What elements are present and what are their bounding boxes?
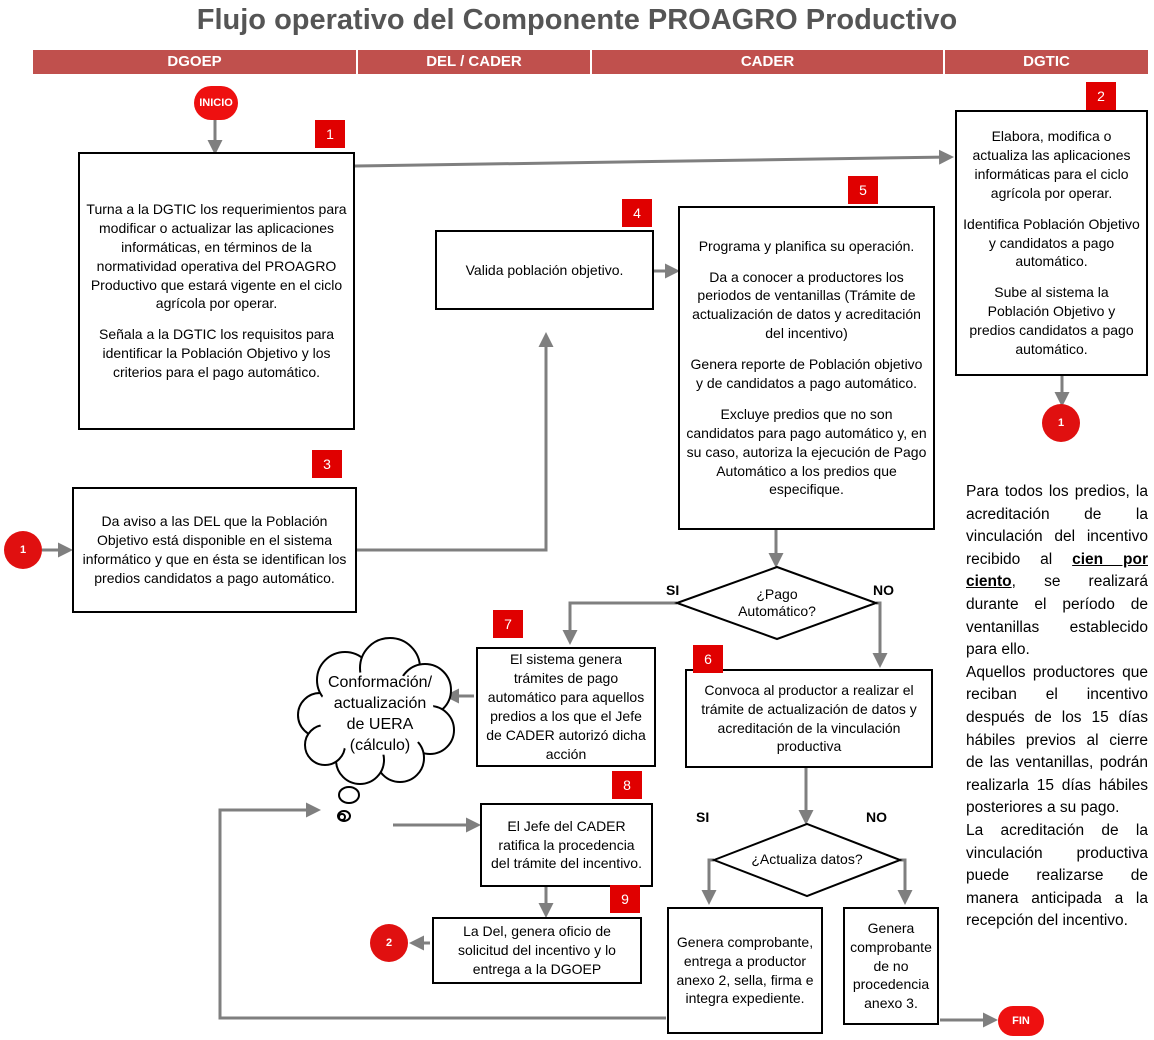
step-6-badge: 6 (693, 645, 723, 673)
cloud-text: Conformación/ actualización de UERA (cál… (327, 674, 433, 754)
side-note-paragraph-2: Aquellos productores que reciban el ince… (966, 663, 1148, 817)
lane-divider (356, 50, 358, 74)
thought-cloud (297, 637, 455, 822)
decision-pago-yes: SI (666, 582, 680, 598)
step-1-text: Turna a la DGTIC los requerimientos para… (86, 200, 347, 312)
step-5-text: Programa y planifica su operación. (698, 237, 915, 254)
step-2-text: Sube al sistema la Población Objetivo y … (969, 284, 1134, 357)
decision-pago-no: NO (873, 582, 894, 598)
step-2-badge: 2 (1086, 82, 1116, 110)
lane-label-dgoep: DGOEP (167, 53, 222, 70)
step-2-text: Identifica Población Objetivo y candidat… (963, 215, 1140, 270)
step-7-box: El sistema genera trámites de pago autom… (476, 647, 656, 767)
start-terminal: INICIO (194, 86, 238, 120)
step-7-badge: 7 (493, 610, 523, 638)
connector-2: 2 (370, 924, 408, 962)
connector-1-right: 1 (1042, 404, 1080, 442)
step-5-text: Genera reporte de Población objetivo y d… (690, 356, 923, 391)
step-9-text: La Del, genera oficio de solicitud del i… (458, 923, 616, 977)
step-6-text: Convoca al productor a realizar el trámi… (701, 681, 917, 755)
lane-divider (590, 50, 592, 74)
side-note: Para todos los predios, la acreditación … (966, 481, 1148, 933)
decision-pago-text: ¿Pago Automático? (738, 586, 816, 619)
lane-divider (943, 50, 945, 74)
decision-actualiza-datos (711, 822, 903, 898)
step-1-text: Señala a la DGTIC los requisitos para id… (99, 326, 334, 381)
no-procedencia-text: Genera comprobante de no procedencia ane… (850, 919, 932, 1012)
lane-label-dgtic: DGTIC (1023, 53, 1070, 70)
step-3-box: Da aviso a las DEL que la Población Obje… (72, 487, 357, 613)
decision-actualiza-text: ¿Actualiza datos? (751, 851, 863, 867)
step-8-badge: 8 (612, 771, 642, 799)
step-9-box: La Del, genera oficio de solicitud del i… (432, 917, 642, 984)
decision-pago-automatico (674, 565, 879, 641)
step-4-badge: 4 (622, 199, 652, 227)
decision-actualiza-no: NO (866, 809, 887, 825)
side-note-paragraph-1: Para todos los predios, la acreditación … (966, 483, 1148, 659)
diagram-title: Flujo operativo del Componente PROAGRO P… (196, 4, 958, 36)
step-7-text: El sistema genera trámites de pago autom… (486, 651, 646, 762)
step-9-badge: 9 (610, 885, 640, 913)
step-6-box: Convoca al productor a realizar el trámi… (685, 669, 933, 768)
lane-label-del-cader: DEL / CADER (426, 53, 522, 70)
step-8-text: El Jefe del CADER ratifica la procedenci… (491, 817, 642, 872)
no-procedencia-box: Genera comprobante de no procedencia ane… (843, 907, 939, 1025)
step-5-badge: 5 (848, 176, 878, 204)
step-4-box: Valida población objetivo. (435, 230, 654, 310)
step-4-text: Valida población objetivo. (465, 261, 624, 278)
step-2-box: Elabora, modifica o actualiza las aplica… (955, 110, 1148, 376)
step-1-box: Turna a la DGTIC los requerimientos para… (78, 152, 355, 430)
step-3-text: Da aviso a las DEL que la Población Obje… (82, 513, 347, 586)
step-2-text: Elabora, modifica o actualiza las aplica… (972, 128, 1131, 201)
decision-actualiza-yes: SI (696, 809, 710, 825)
step-8-box: El Jefe del CADER ratifica la procedenci… (480, 803, 653, 887)
side-note-paragraph-3: La acreditación de la vinculación produc… (966, 821, 1148, 930)
step-5-text: Da a conocer a productores los periodos … (692, 268, 921, 342)
lane-label-cader: CADER (740, 53, 795, 70)
end-terminal: FIN (998, 1006, 1044, 1036)
generate-receipt-text: Genera comprobante, entrega a productor … (676, 933, 814, 1007)
step-3-badge: 3 (312, 450, 342, 478)
step-1-badge: 1 (315, 120, 345, 148)
side-note-emphasis: cien por ciento (966, 550, 1148, 591)
step-5-box: Programa y planifica su operación. Da a … (678, 206, 935, 530)
step-5-text: Excluye predios que no son candidatos pa… (686, 405, 927, 498)
generate-receipt-box: Genera comprobante, entrega a productor … (667, 907, 823, 1034)
connector-1-left: 1 (4, 531, 42, 569)
